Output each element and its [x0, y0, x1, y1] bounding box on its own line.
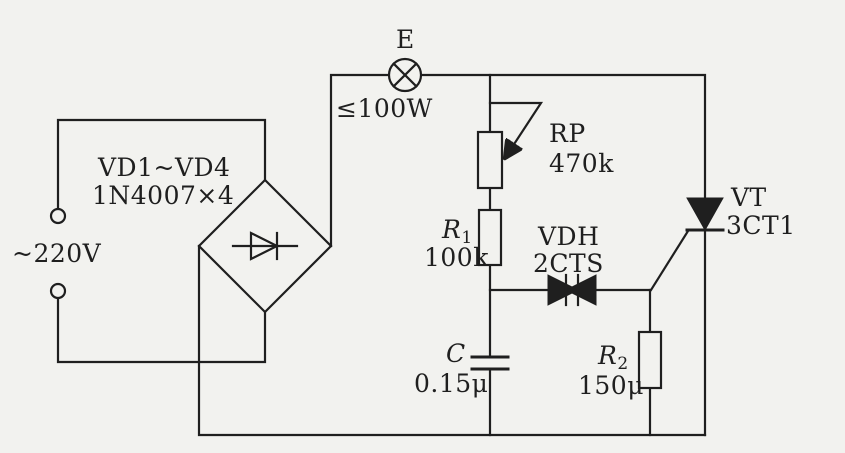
wire-top-rail — [419, 73, 707, 200]
rp-body-icon — [476, 130, 504, 190]
r2-name-label: R2 — [597, 341, 629, 374]
r1-body-icon — [477, 208, 503, 267]
bridge-rectifier: VD1~VD4 1N4007×4 — [92, 153, 333, 314]
lamp-cross-icon — [392, 62, 418, 88]
potentiometer-rp: RP 470k — [476, 101, 614, 190]
diac-name-label: VDH — [537, 222, 599, 251]
wires — [56, 73, 707, 437]
rp-value-label: 470k — [549, 149, 614, 178]
wire-dc-positive-riser — [329, 73, 391, 248]
rp-wiper-arrow-icon — [488, 101, 544, 158]
resistor-r2: R2 150μ — [578, 330, 663, 400]
r1-name-label: R1 — [441, 215, 473, 248]
r2-body-icon — [637, 330, 663, 390]
terminal-bottom-icon — [49, 282, 67, 300]
ac-input: ~220V — [12, 207, 102, 300]
vt-name-label: VT — [730, 183, 767, 212]
lamp-e: E ≤100W — [336, 25, 433, 123]
r1-value-label: 100k — [424, 243, 489, 272]
terminal-top-icon — [49, 207, 67, 225]
capacitor-c: C 0.15μ — [414, 339, 510, 398]
diac-type-label: 2CTS — [533, 249, 604, 278]
bridge-diamond-icon — [197, 178, 333, 314]
diac-vdh: VDH 2CTS — [533, 222, 604, 307]
diac-triangle-right-icon — [547, 274, 580, 306]
wire-dc-negative-rail — [197, 244, 707, 437]
wire-ac-bottom — [56, 296, 267, 364]
vt-type-label: 3CT1 — [726, 211, 796, 240]
lamp-name-label: E — [396, 25, 415, 54]
capacitor-plates-icon — [470, 355, 510, 371]
rp-name-label: RP — [549, 119, 586, 148]
ac-voltage-label: ~220V — [12, 239, 102, 268]
thyristor-triangle-icon — [686, 197, 724, 232]
thyristor-vt: VT 3CT1 — [685, 183, 796, 240]
bridge-type-label: 1N4007×4 — [92, 181, 234, 210]
diode-triangle-icon — [249, 231, 280, 261]
bridge-name-label: VD1~VD4 — [97, 153, 230, 182]
r2-value-label: 150μ — [578, 371, 644, 400]
lamp-rating-label: ≤100W — [336, 94, 433, 123]
resistor-r1: R1 100k — [424, 208, 503, 272]
cap-value-label: 0.15μ — [414, 369, 488, 398]
wire-ac-top — [56, 118, 267, 211]
wire-gate — [649, 229, 690, 292]
diac-triangle-left-icon — [564, 274, 597, 306]
cap-name-label: C — [446, 339, 466, 368]
